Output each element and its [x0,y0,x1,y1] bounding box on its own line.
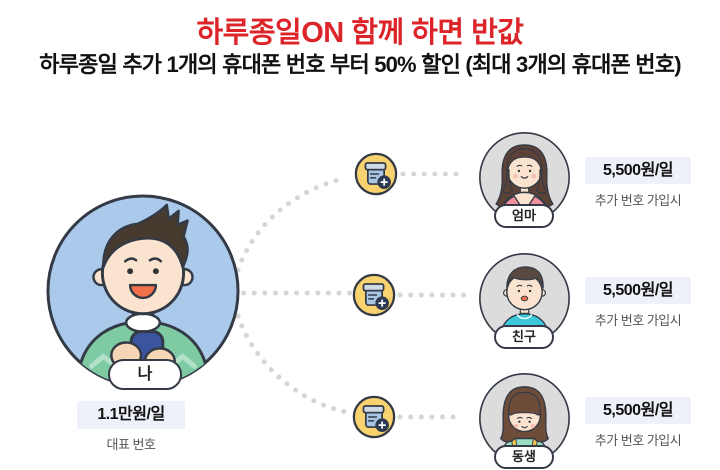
add-number-icon [352,395,396,439]
member-name-badge: 동생 [494,445,554,469]
main-person-caption: 대표 번호 [106,437,156,452]
member-price-badge: 5,500원/일 [585,397,691,424]
member-name-badge: 친구 [494,325,554,349]
member-caption: 추가 번호 가입시 [594,433,682,448]
member-name-badge: 엄마 [494,204,554,228]
member-price-badge: 5,500원/일 [585,277,691,304]
page-subtitle: 하루종일 추가 1개의 휴대폰 번호 부터 50% 할인 (최대 3개의 휴대폰… [39,52,681,77]
member-price-badge: 5,500원/일 [585,157,691,184]
member-caption: 추가 번호 가입시 [594,313,682,328]
page-title: 하루종일ON 함께 하면 반값 [196,17,524,49]
main-person-name-badge: 나 [108,359,182,390]
main-person-price-badge: 1.1만원/일 [77,401,185,429]
add-number-icon [352,273,396,317]
add-number-icon [354,152,398,196]
member-caption: 추가 번호 가입시 [594,193,682,208]
